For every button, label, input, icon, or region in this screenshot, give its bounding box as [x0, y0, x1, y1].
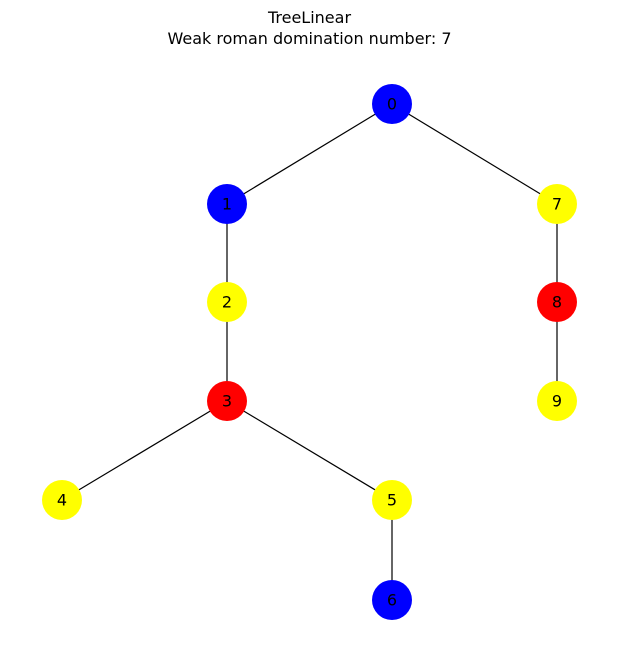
node-label-3: 3 — [222, 392, 232, 411]
node-7: 7 — [537, 184, 577, 224]
node-label-0: 0 — [387, 95, 397, 114]
node-circle-6 — [372, 580, 412, 620]
node-circle-5 — [372, 480, 412, 520]
node-label-7: 7 — [552, 195, 562, 214]
node-circle-3 — [207, 381, 247, 421]
node-label-8: 8 — [552, 293, 562, 312]
edge-3-5 — [226, 400, 393, 501]
node-label-4: 4 — [57, 491, 67, 510]
node-2: 2 — [207, 282, 247, 322]
node-circle-9 — [537, 381, 577, 421]
node-8: 8 — [537, 282, 577, 322]
node-label-9: 9 — [552, 392, 562, 411]
edges-group — [61, 103, 558, 600]
node-5: 5 — [372, 480, 412, 520]
node-circle-1 — [207, 184, 247, 224]
graph-subtitle: Weak roman domination number: 7 — [167, 29, 452, 48]
node-9: 9 — [537, 381, 577, 421]
node-circle-7 — [537, 184, 577, 224]
node-circle-2 — [207, 282, 247, 322]
node-circle-4 — [42, 480, 82, 520]
node-label-2: 2 — [222, 293, 232, 312]
nodes-group: 0 1 2 3 4 5 6 7 8 9 — [42, 84, 577, 620]
node-circle-0 — [372, 84, 412, 124]
node-label-6: 6 — [387, 591, 397, 610]
node-1: 1 — [207, 184, 247, 224]
node-0: 0 — [372, 84, 412, 124]
node-circle-8 — [537, 282, 577, 322]
graph-title: TreeLinear — [267, 8, 352, 27]
node-label-5: 5 — [387, 491, 397, 510]
node-label-1: 1 — [222, 195, 232, 214]
edge-0-7 — [391, 103, 558, 205]
node-6: 6 — [372, 580, 412, 620]
edge-0-1 — [226, 103, 393, 205]
edge-3-4 — [61, 400, 228, 501]
node-3: 3 — [207, 381, 247, 421]
node-4: 4 — [42, 480, 82, 520]
title-block: TreeLinear Weak roman domination number:… — [0, 7, 619, 49]
